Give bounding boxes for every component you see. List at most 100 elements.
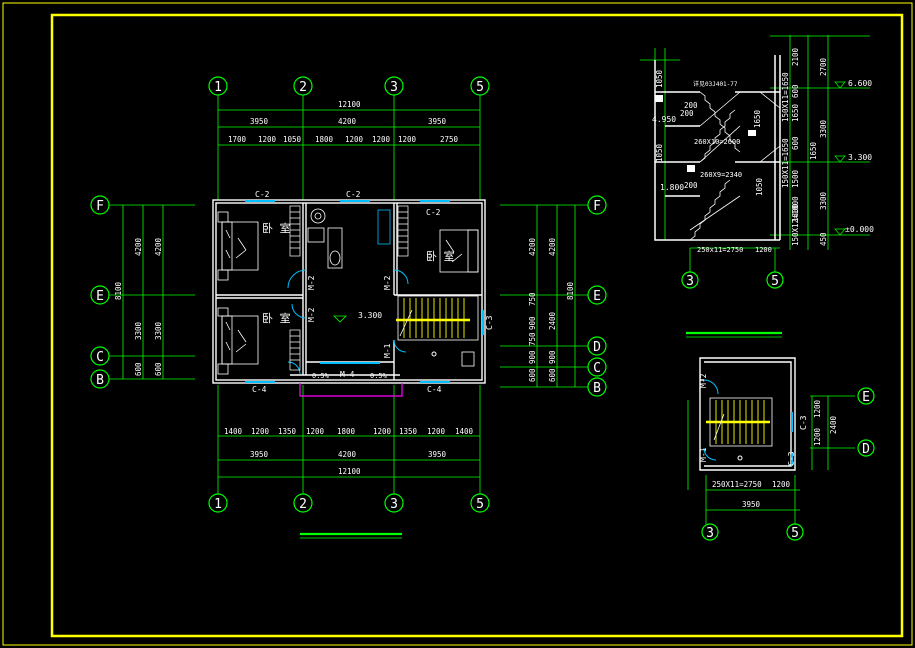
dim-text: 1200 xyxy=(772,480,791,489)
dim-text: 1200 xyxy=(427,427,446,436)
dim-text: 200 xyxy=(684,181,698,190)
section-level-labels: 6.600 3.300 ±0.000 4.950 1.800 详见03J401-… xyxy=(652,79,874,254)
axis-label: F xyxy=(96,199,104,214)
floor-drain xyxy=(461,351,475,367)
level-text: 1.800 xyxy=(660,183,684,192)
dim-text: 1650 xyxy=(791,103,800,122)
level-marker: 3.300 0.5% 0.5% xyxy=(312,311,388,380)
top-axes: 1 2 3 5 xyxy=(208,76,490,96)
dim-text: 150X12=1800 xyxy=(791,196,800,246)
window-label: C-3 xyxy=(485,315,494,330)
dim-text: 3300 xyxy=(154,321,163,340)
bottom-dimensions: 1400 1200 1350 1200 1800 1200 1350 1200 … xyxy=(218,427,480,478)
window-label: C-4 xyxy=(252,385,267,394)
dim-text: 600 xyxy=(791,136,800,150)
window-label: C-3 xyxy=(787,451,796,466)
axis-label: 5 xyxy=(476,80,484,95)
dim-text: 1650 xyxy=(809,141,818,160)
door-label: M-2 xyxy=(699,373,708,388)
bottom-dim-text: 1200 xyxy=(755,246,772,254)
window-label: C-4 xyxy=(427,385,442,394)
axis-label: 3 xyxy=(390,80,398,95)
window-label: C-2 xyxy=(255,190,270,199)
axis-label: C xyxy=(593,361,601,376)
axis-label: F xyxy=(593,199,601,214)
dim-text: 600 xyxy=(134,362,143,376)
section-walls xyxy=(654,55,781,241)
left-dimensions: 8100 4200 3300 600 4200 3300 600 xyxy=(114,205,164,379)
dim-text: 3950 xyxy=(250,450,269,459)
axis-label: 3 xyxy=(390,497,398,512)
dim-text: 1400 xyxy=(455,427,474,436)
dim-text: 750 xyxy=(528,292,537,306)
dim-text: 4200 xyxy=(134,237,143,256)
section-dimensions: 2100 2700 600 1650 3300 600 1650 1500 18… xyxy=(655,47,828,246)
dim-text: 4200 xyxy=(528,237,537,256)
dim-text: 1200 xyxy=(398,135,417,144)
dim-text: 1200 xyxy=(306,427,325,436)
detail-stairs xyxy=(703,379,793,466)
door-label: M-1 xyxy=(383,343,392,358)
dim-text: 450 xyxy=(819,232,828,246)
axis-label: 5 xyxy=(791,526,799,541)
dim-text: 200 xyxy=(684,101,698,110)
dim-text: 750 xyxy=(528,332,537,346)
axis-label: 3 xyxy=(706,526,714,541)
dim-text: 1050 xyxy=(655,143,664,162)
wardrobes xyxy=(289,205,409,371)
dim-text: 600 xyxy=(548,368,557,382)
window-labels: C-2 C-2 C-2 C-3 C-4 C-4 xyxy=(252,190,494,394)
bed-furniture xyxy=(217,211,479,375)
section-beam xyxy=(655,95,663,102)
dim-text: 2750 xyxy=(440,135,459,144)
dim-text: 4200 xyxy=(338,450,357,459)
bottom-axes: 1 2 3 5 xyxy=(208,493,490,513)
door-labels: M-2 M-2 M-2 M-1 M-4 xyxy=(307,275,392,379)
axis-lines xyxy=(109,95,588,494)
detail-labels: M-2 M-1 C-3 C-3 xyxy=(699,373,808,466)
axis-label: B xyxy=(593,381,601,396)
axis-label: 2 xyxy=(299,497,307,512)
dim-text: 3300 xyxy=(819,119,828,138)
door-label: M-2 xyxy=(307,275,316,290)
detail-dim-lines xyxy=(687,395,855,524)
dim-text: 1800 xyxy=(315,135,334,144)
level-text: ±0.000 xyxy=(845,225,874,234)
window-label: C-3 xyxy=(799,415,808,430)
dim-text: 900 xyxy=(528,350,537,364)
axis-label: 5 xyxy=(476,497,484,512)
dim-text: 3950 xyxy=(742,500,761,509)
level-text: 6.600 xyxy=(848,79,872,88)
axis-label: 3 xyxy=(686,274,694,289)
dim-text: 3300 xyxy=(134,321,143,340)
axis-label: D xyxy=(862,442,870,457)
note-text: 详见03J401-77 xyxy=(693,80,738,88)
top-dimensions: 12100 3950 4200 3950 1700 1200 1050 1800… xyxy=(218,100,480,146)
detail-dimensions: 1200 1200 2400 250X11=2750 1200 3950 xyxy=(712,399,838,509)
room-label: 卧 室 xyxy=(262,221,291,235)
tread-text: 260X9=2340 xyxy=(700,171,742,179)
section-axes: 3 5 xyxy=(681,271,784,289)
doors xyxy=(287,269,409,375)
section-stairs xyxy=(689,91,781,241)
dim-text: 3950 xyxy=(428,117,447,126)
dim-text: 1200 xyxy=(813,399,822,418)
stair-section: 6.600 3.300 ±0.000 4.950 1.800 详见03J401-… xyxy=(640,35,874,289)
dim-text: 4200 xyxy=(548,237,557,256)
dim-text: 1200 xyxy=(373,427,392,436)
dim-text: 3300 xyxy=(819,191,828,210)
bathroom-fixtures xyxy=(307,208,391,269)
bottom-dim-text: 250x11=2750 xyxy=(697,246,743,254)
dim-text: 1200 xyxy=(372,135,391,144)
dim-text: 900 xyxy=(548,350,557,364)
dim-text: 2100 xyxy=(791,47,800,66)
stair-detail: M-2 M-1 C-3 C-3 1200 1200 2400 250X11=27… xyxy=(686,331,875,541)
dim-text: 1200 xyxy=(251,427,270,436)
axis-label: E xyxy=(96,289,104,304)
section-beam xyxy=(687,165,695,172)
dim-text: 1050 xyxy=(283,135,302,144)
door-label: M-1 xyxy=(699,447,708,462)
dim-text: 1050 xyxy=(755,177,764,196)
dim-text: 150X11=1650 xyxy=(781,72,790,122)
